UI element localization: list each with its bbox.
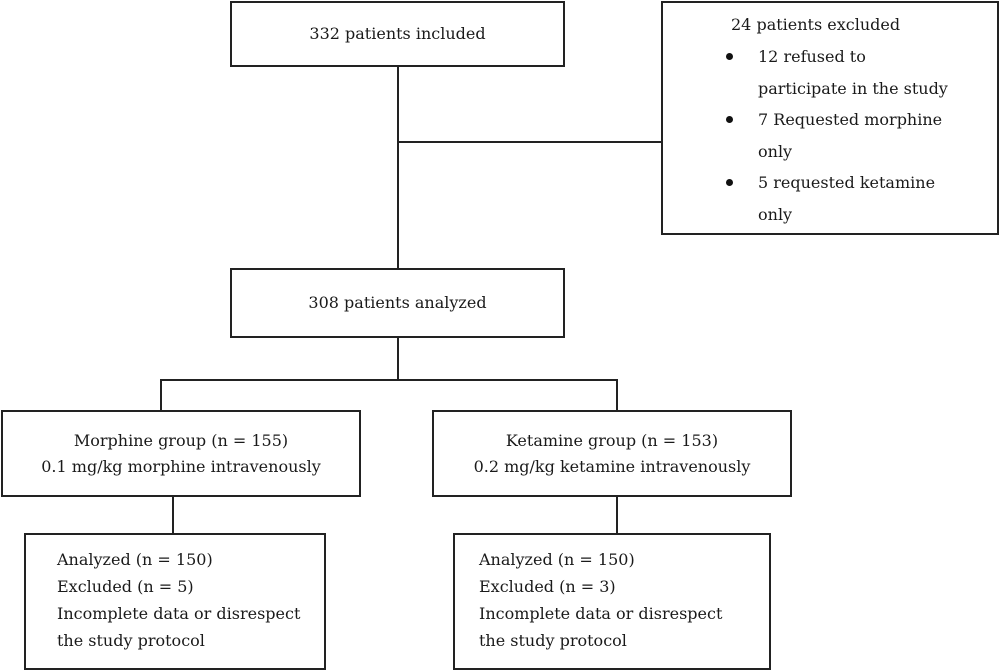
excluded-title: 24 patients excluded: [731, 15, 901, 34]
morphine-dose-label: 0.1 mg/kg morphine intravenously: [41, 456, 321, 476]
excluded-reason-line: only: [758, 204, 793, 224]
ketamine-analyzed: Analyzed (n = 150): [479, 550, 635, 569]
morphine-excluded: Excluded (n = 5): [57, 577, 194, 596]
ketamine-excluded: Excluded (n = 3): [479, 577, 616, 596]
morphine-group-label: Morphine group (n = 155): [73, 430, 289, 450]
ketamine-outcome-box: Analyzed (n = 150) Excluded (n = 3) Inco…: [453, 533, 771, 670]
analyzed-box: 308 patients analyzed: [230, 268, 565, 338]
ketamine-exclusion-reason-cont: the study protocol: [479, 631, 627, 650]
excluded-reason-item: 12 refused to participate in the study: [663, 41, 997, 104]
included-label: 332 patients included: [309, 24, 486, 43]
connector-split-horizontal: [160, 379, 618, 381]
connector-to-excluded: [397, 141, 662, 143]
bullet-icon: [726, 53, 733, 60]
connector-to-morphine: [160, 379, 162, 411]
excluded-reason-item: 5 requested ketamine only: [663, 167, 997, 230]
excluded-reason-item: 7 Requested morphine only: [663, 104, 997, 167]
morphine-exclusion-reason: Incomplete data or disrespect: [57, 604, 301, 623]
morphine-outcome-box: Analyzed (n = 150) Excluded (n = 5) Inco…: [24, 533, 326, 670]
connector-to-ketamine: [616, 379, 618, 411]
connector-ketamine-outcome: [616, 496, 618, 534]
ketamine-exclusion-reason: Incomplete data or disrespect: [479, 604, 723, 623]
connector-included-analyzed: [397, 66, 399, 269]
excluded-reason-line: 5 requested ketamine: [758, 173, 936, 192]
morphine-analyzed: Analyzed (n = 150): [57, 550, 213, 569]
included-box: 332 patients included: [230, 1, 565, 67]
morphine-exclusion-reason-cont: the study protocol: [57, 631, 205, 650]
connector-analyzed-split: [397, 337, 399, 380]
excluded-box: 24 patients excluded 12 refused to parti…: [661, 1, 999, 235]
morphine-group-box: Morphine group (n = 155) 0.1 mg/kg morph…: [1, 410, 361, 497]
ketamine-dose-label: 0.2 mg/kg ketamine intravenously: [473, 456, 751, 476]
ketamine-group-label: Ketamine group (n = 153): [505, 430, 719, 450]
bullet-icon: [726, 116, 733, 123]
excluded-reasons-list: 12 refused to participate in the study 7…: [663, 41, 997, 230]
excluded-reason-line: 7 Requested morphine: [758, 110, 943, 129]
connector-morphine-outcome: [172, 496, 174, 534]
ketamine-group-box: Ketamine group (n = 153) 0.2 mg/kg ketam…: [432, 410, 792, 497]
excluded-reason-line: only: [758, 141, 793, 161]
excluded-reason-line: 12 refused to: [758, 47, 866, 66]
bullet-icon: [726, 179, 733, 186]
analyzed-label: 308 patients analyzed: [308, 293, 487, 312]
excluded-reason-line: participate in the study: [758, 78, 948, 98]
